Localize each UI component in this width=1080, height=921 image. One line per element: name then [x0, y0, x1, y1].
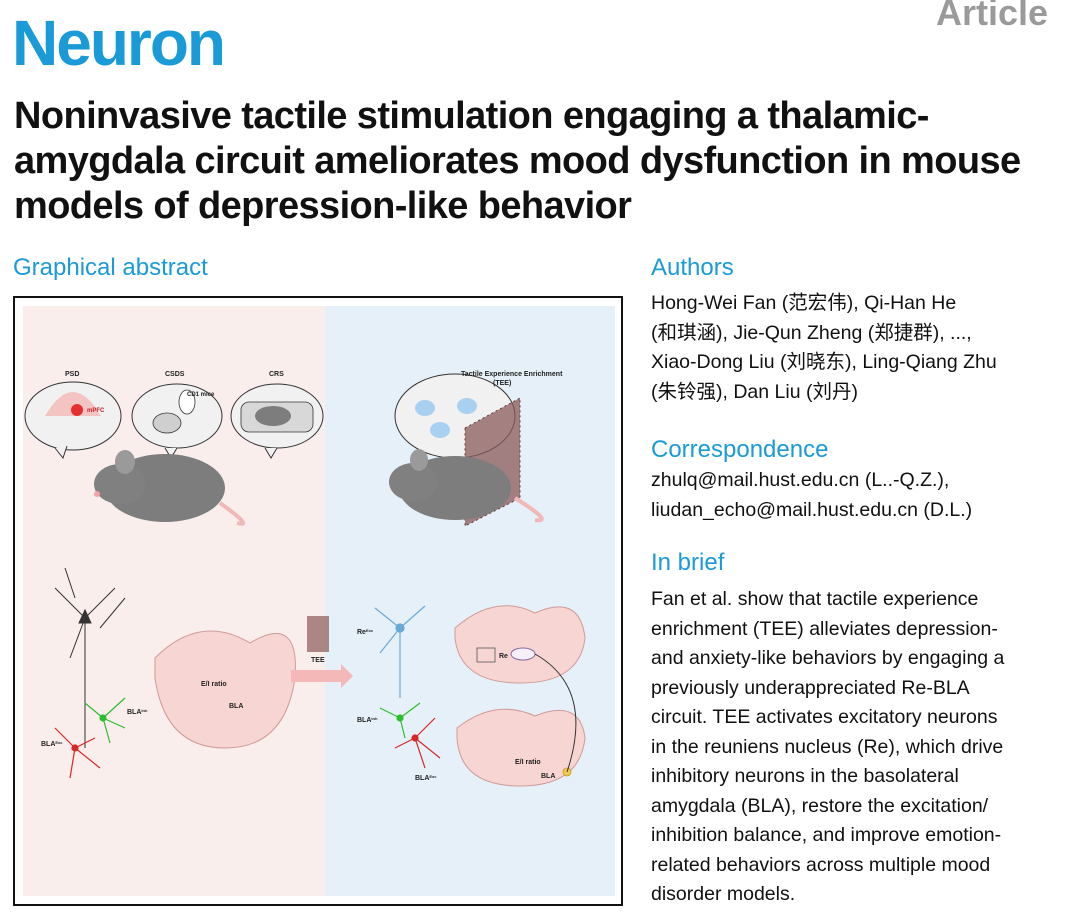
- in-brief-line: related behaviors across multiple mood: [651, 853, 991, 876]
- bla-exc-right-label: BLAExc: [415, 774, 437, 783]
- excitatory-neuron-left: [54, 727, 101, 779]
- article-type-label: Article: [935, 0, 1048, 33]
- tee-label: TEE: [311, 657, 325, 664]
- ei-ratio-right-label: E/I ratio: [515, 759, 541, 766]
- bla-exc-left-label: BLAExc: [41, 740, 63, 749]
- in-brief-heading: In brief: [651, 549, 725, 576]
- tee-paren-label: (TEE): [493, 380, 511, 387]
- correspondence-line[interactable]: zhulq@mail.hust.edu.cn (L..-Q.Z.),: [651, 469, 950, 491]
- bla-inh-right-label: BLAInh: [357, 716, 378, 725]
- brain-section-bla: [456, 708, 586, 787]
- correspondence-heading: Correspondence: [651, 436, 829, 463]
- bla-left-label: BLA: [229, 703, 243, 710]
- inhibitory-neuron-right: [379, 702, 421, 739]
- in-brief-text: Fan et al. show that tactile experience …: [651, 585, 1071, 910]
- correspondence-line[interactable]: liudan_echo@mail.hust.edu.cn (D.L.): [651, 498, 973, 521]
- authors-heading: Authors: [651, 254, 734, 281]
- graphical-abstract-figure: PSD mPFC CSDS CD1 mice CRS: [13, 296, 623, 906]
- crs-bubble: [230, 383, 324, 459]
- author-line: (朱铃强), Dan Liu (刘丹): [651, 380, 858, 403]
- ei-ratio-left-label: E/I ratio: [201, 681, 227, 688]
- in-brief-line: inhibition balance, and improve emotion-: [651, 824, 1002, 846]
- csds-bubble: [131, 383, 223, 459]
- pyramidal-neuron-left: [54, 567, 126, 748]
- in-brief-line: in the reuniens nucleus (Re), which driv…: [651, 735, 1004, 758]
- graphical-abstract-heading: Graphical abstract: [13, 254, 208, 281]
- article-title: Noninvasive tactile stimulation engaging…: [14, 95, 1021, 227]
- depressed-mouse: [94, 450, 246, 526]
- in-brief-line: circuit. TEE activates excitatory neuron…: [651, 706, 998, 728]
- csds-label: CSDS: [165, 371, 185, 378]
- re-exc-label: ReExc: [357, 628, 374, 637]
- authors-list: Hong-Wei Fan (范宏伟), Qi-Han He (和琪涵), Jie…: [651, 289, 1071, 407]
- treated-mouse: [389, 449, 544, 523]
- graphical-abstract-illustration: PSD mPFC CSDS CD1 mice CRS: [23, 306, 615, 896]
- bla-inh-left-label: BLAInh: [127, 708, 148, 717]
- author-line: (和琪涵), Jie-Qun Zheng (郑捷群), ...,: [651, 321, 972, 344]
- mpfc-label: mPFC: [87, 408, 105, 414]
- correspondence-emails: zhulq@mail.hust.edu.cn (L..-Q.Z.), liuda…: [651, 466, 1071, 525]
- tee-arrow: [291, 616, 353, 688]
- psd-label: PSD: [65, 371, 79, 378]
- tee-full-label: Tactile Experience Enrichment: [461, 371, 563, 378]
- journal-name: Neuron: [12, 7, 226, 79]
- re-label: Re: [499, 653, 508, 660]
- psd-bubble: [24, 381, 122, 460]
- in-brief-line: and anxiety-like behaviors by engaging a: [651, 647, 1005, 669]
- cd1-mice-label: CD1 mice: [187, 392, 215, 398]
- bla-right-label: BLA: [541, 773, 555, 780]
- brain-section-re: [454, 605, 586, 684]
- re-bla-projection: [534, 653, 577, 773]
- crs-label: CRS: [269, 371, 284, 378]
- excitatory-neuron-right: [394, 717, 441, 769]
- in-brief-line: disorder models.: [651, 883, 796, 905]
- in-brief-line: Fan et al. show that tactile experience: [651, 588, 979, 610]
- author-line: Hong-Wei Fan (范宏伟), Qi-Han He: [651, 292, 957, 314]
- in-brief-line: inhibitory neurons in the basolateral: [651, 765, 959, 787]
- in-brief-line: amygdala (BLA), restore the excitation/: [651, 794, 989, 817]
- author-line: Xiao-Dong Liu (刘晓东), Ling-Qiang Zhu: [651, 351, 997, 373]
- inhibitory-neuron-left: [84, 697, 126, 744]
- in-brief-line: previously underappreciated Re-BLA: [651, 676, 970, 699]
- re-neuron: [374, 605, 426, 698]
- in-brief-line: enrichment (TEE) alleviates depression-: [651, 617, 998, 640]
